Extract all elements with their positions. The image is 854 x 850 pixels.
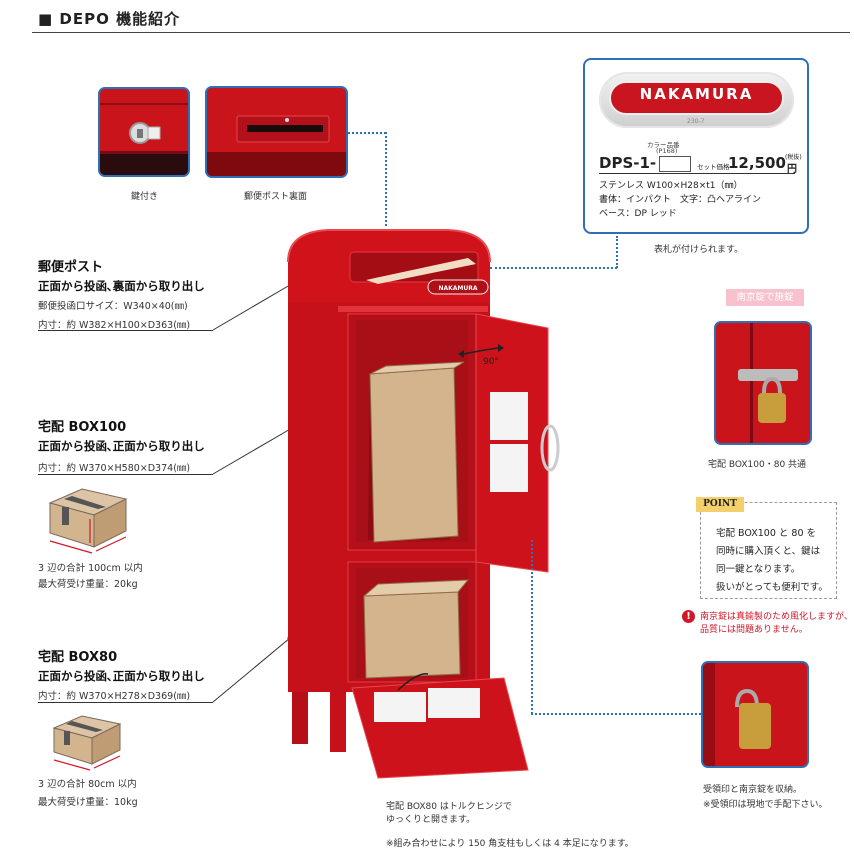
brand-text: NAKAMURA (639, 85, 754, 103)
connector-line (531, 540, 533, 714)
section-title-box100: 宅配 BOX100 (38, 420, 127, 435)
leader-line (38, 330, 213, 331)
mailbox-inner-size: 内寸：約 W382×H100×D363(㎜) (38, 320, 191, 331)
warning-line-2: 品質には問題ありません。 (700, 625, 808, 635)
post-back-image (207, 88, 346, 176)
box80-max-weight: 最大荷受け重量：10kg (38, 797, 138, 808)
nameplate-card: NAKAMURA 230-7 カラー品番 (P168) DPS-1- セット価格… (583, 58, 809, 234)
spec-base: ベース：DP レッド (599, 209, 677, 219)
page-title: ■ DEPO 機能紹介 (38, 8, 180, 29)
title-marker: ■ (38, 10, 54, 28)
nameplate-image: NAKAMURA 230-7 (599, 72, 794, 128)
box80-inner-size: 内寸：約 W370×H278×D369(㎜) (38, 691, 191, 702)
depo-product-image: NAKAMURA (287, 229, 560, 779)
plate-text: NAKAMURA (438, 285, 477, 292)
point-box (700, 502, 837, 599)
box100-inner-size: 内寸：約 W370×H580×D374(㎜) (38, 463, 191, 474)
nameplate-note: 表札が付けられます。 (654, 245, 744, 255)
box100-max-weight: 最大荷受け重量：20kg (38, 579, 138, 590)
connector-line (490, 267, 617, 269)
section-subtitle-mailbox: 正面から投函､裏面から取り出し (38, 279, 205, 293)
color-code-box (659, 156, 691, 172)
stamp-caption-2: ※受領印は現地で手配下さい。 (703, 800, 828, 810)
back-photo (205, 86, 348, 178)
point-line: 宅配 BOX100 と 80 を (716, 528, 817, 539)
leader-line (38, 702, 213, 703)
tax-label: (税抜) (785, 154, 802, 161)
stamp-storage-photo (701, 661, 809, 768)
connector-line (385, 132, 387, 226)
padlock-photo (714, 321, 812, 445)
set-price-label: セット価格 (697, 163, 730, 171)
color-code-label: カラー品番 (647, 141, 680, 149)
section-title-mailbox: 郵便ポスト (38, 260, 104, 275)
price: 12,500 (728, 154, 786, 172)
lock-caption: 宅配 BOX100・80 共通 (708, 460, 807, 470)
hinge-note-2: ゆっくりと開きます。 (386, 815, 476, 825)
back-caption: 郵便ポスト裏面 (244, 192, 308, 202)
padlock-image (716, 323, 810, 443)
warning-line-1: 南京錠は真鍮製のため風化しますが、 (700, 612, 853, 622)
box80-dimension-sum: 3 辺の合計 80cm 以内 (38, 779, 137, 790)
hinge-note-1: 宅配 BOX80 はトルクヒンジで (386, 802, 512, 812)
footer-note: ※組み合わせにより 150 角支柱もしくは 4 本足になります。 (386, 839, 634, 849)
lock-label: 南京錠で施錠 (726, 289, 804, 306)
spec-font: 書体：インパクト 文字：凸ヘアライン (599, 195, 762, 205)
stamp-caption-1: 受領印と南京錠を収納。 (703, 785, 803, 795)
point-line: 同時に購入頂くと、鍵は (716, 546, 821, 557)
mailbox-slot-size: 郵便投函口サイズ：W340×40(㎜) (38, 301, 188, 312)
key-photo (98, 87, 190, 177)
model-number: 230-7 (687, 118, 705, 125)
connector-line (348, 132, 386, 134)
key-caption: 鍵付き (131, 192, 159, 202)
point-text: 宅配 BOX100 と 80 を 同時に購入頂くと、鍵は 同一鍵となります。 扱… (716, 525, 828, 597)
warning-icon: ! (682, 610, 695, 623)
product-code: DPS-1- (599, 154, 657, 172)
point-line: 扱いがとっても便利です。 (716, 582, 828, 593)
connector-line (616, 236, 618, 268)
title-text: DEPO 機能紹介 (59, 10, 181, 28)
section-title-box80: 宅配 BOX80 (38, 650, 118, 665)
connector-line (531, 713, 701, 715)
point-line: 同一鍵となります。 (716, 564, 801, 575)
color-code-sub: (P168) (656, 147, 678, 155)
box100-icon (48, 488, 128, 554)
currency: 円 (787, 164, 797, 175)
point-label: POINT (696, 497, 744, 512)
section-subtitle-box100: 正面から投函､正面から取り出し (38, 439, 205, 453)
door-angle: 90° (483, 357, 499, 367)
section-subtitle-box80: 正面から投函､正面から取り出し (38, 669, 205, 683)
leader-line (38, 474, 213, 475)
box100-dimension-sum: 3 辺の合計 100cm 以内 (38, 563, 143, 574)
divider (599, 173, 795, 174)
box80-icon (52, 715, 122, 771)
spec-material: ステンレス W100×H28×t1（㎜） (599, 181, 743, 191)
key-lock-image (100, 89, 188, 175)
title-rule (32, 32, 850, 33)
stamp-storage-image (703, 663, 807, 766)
